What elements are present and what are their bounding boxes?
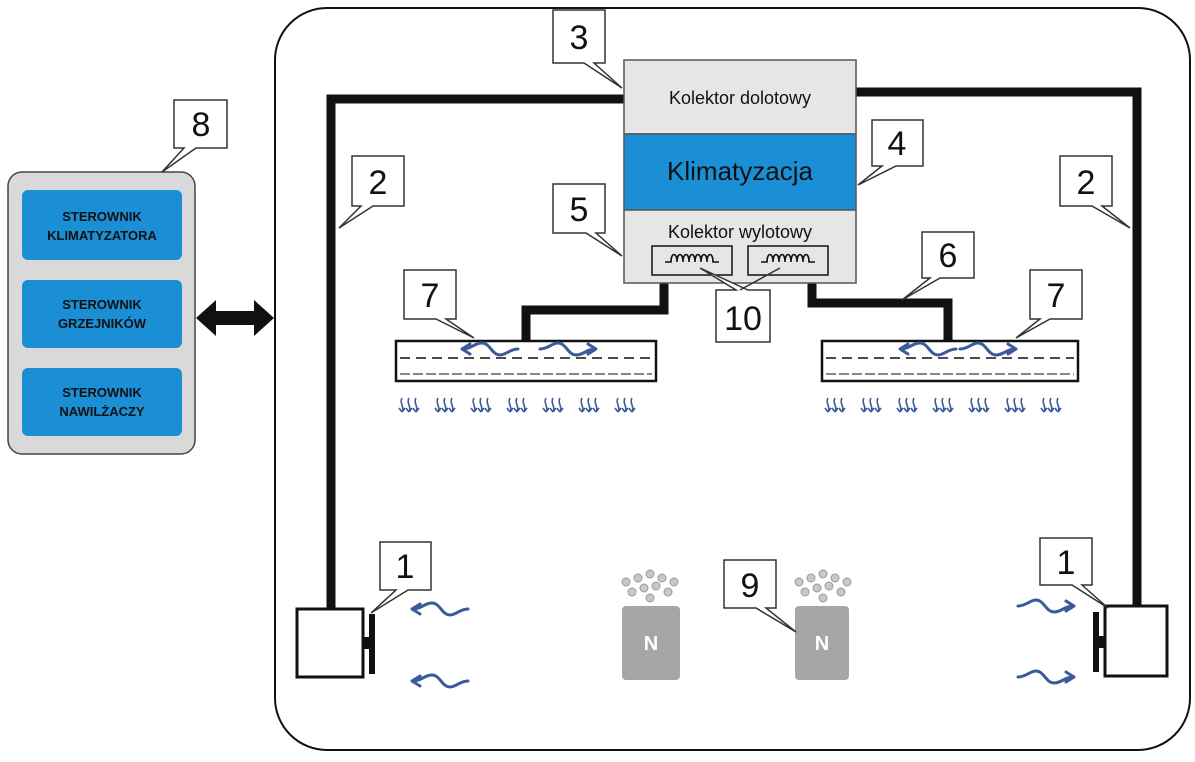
controller-button-ac-line2: KLIMATYZATORA <box>47 228 157 243</box>
air-conditioning-label: Klimatyzacja <box>667 156 813 186</box>
room-outline <box>274 7 1191 751</box>
svg-text:1: 1 <box>1057 544 1076 582</box>
callout-6: 6 <box>901 231 975 301</box>
callout-7-left: 7 <box>403 269 475 339</box>
controller-button-humidifiers[interactable]: STEROWNIK NAWILŻACZY <box>22 368 182 436</box>
callout-10: 10 <box>699 267 781 343</box>
svg-text:6: 6 <box>939 237 958 275</box>
svg-text:2: 2 <box>369 164 388 202</box>
manifold-box: Kolektor dolotowy Klimatyzacja Kolektor … <box>623 59 857 284</box>
callout-7-right: 7 <box>1015 269 1083 339</box>
svg-text:2: 2 <box>1077 164 1096 202</box>
callout-5: 5 <box>552 183 623 257</box>
svg-text:8: 8 <box>192 106 211 144</box>
svg-text:9: 9 <box>741 567 760 605</box>
inlet-manifold-label: Kolektor dolotowy <box>669 88 811 108</box>
humidifier-right-label: N <box>815 633 829 655</box>
svg-text:4: 4 <box>888 125 907 163</box>
callout-1-right: 1 <box>1039 537 1109 609</box>
callout-4: 4 <box>857 119 924 186</box>
duct-lines <box>326 87 1142 610</box>
svg-text:10: 10 <box>724 300 762 338</box>
humidifier-right: N <box>794 569 852 680</box>
air-distributor-right <box>820 339 1080 383</box>
callout-8: 8 <box>161 99 228 173</box>
controller-panel: STEROWNIK KLIMATYZATORA STEROWNIK GRZEJN… <box>7 171 196 455</box>
svg-text:7: 7 <box>1047 277 1066 315</box>
controller-button-humidifiers-line1: STEROWNIK <box>62 385 142 400</box>
callout-2-right: 2 <box>1059 155 1131 229</box>
air-intake-left <box>295 607 375 679</box>
controller-button-humidifiers-line2: NAWILŻACZY <box>59 404 145 419</box>
callout-1-left: 1 <box>370 541 432 614</box>
outlet-manifold-label: Kolektor wylotowy <box>668 222 812 242</box>
callout-9: 9 <box>723 559 797 633</box>
controller-button-ac[interactable]: STEROWNIK KLIMATYZATORA <box>22 190 182 260</box>
callout-2-left: 2 <box>338 155 405 229</box>
svg-text:7: 7 <box>421 277 440 315</box>
controller-button-ac-line1: STEROWNIK <box>62 209 142 224</box>
svg-text:3: 3 <box>570 19 589 57</box>
heater-coil-left-frame <box>651 245 733 276</box>
bidirectional-arrow-icon <box>196 300 274 336</box>
controller-button-heaters-line2: GRZEJNIKÓW <box>58 316 147 331</box>
humidifier-left-label: N <box>644 633 658 655</box>
humidifier-left: N <box>621 569 680 680</box>
svg-text:1: 1 <box>396 548 415 586</box>
heater-coil-right-frame <box>747 245 829 276</box>
controller-button-heaters-line1: STEROWNIK <box>62 297 142 312</box>
controller-button-heaters[interactable]: STEROWNIK GRZEJNIKÓW <box>22 280 182 348</box>
svg-text:5: 5 <box>570 191 589 229</box>
air-intake-right <box>1093 604 1169 678</box>
air-distributor-left <box>394 339 658 383</box>
callout-3: 3 <box>552 9 623 89</box>
